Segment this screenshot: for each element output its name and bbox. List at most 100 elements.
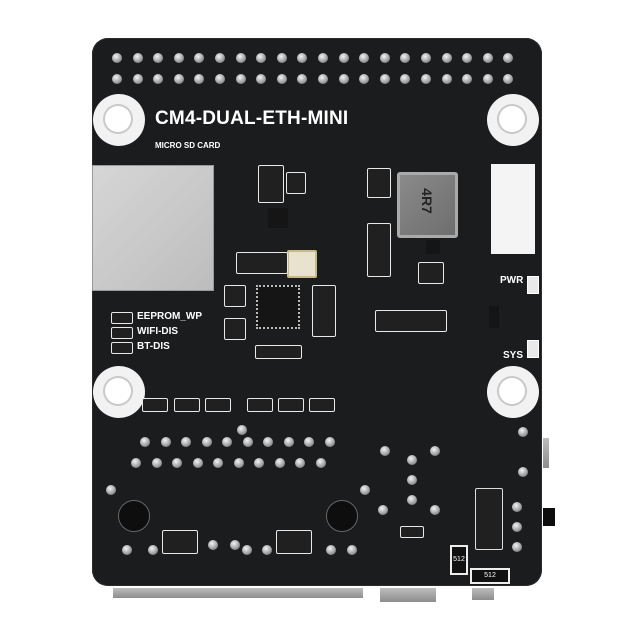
ethernet-pin [172, 458, 182, 468]
ethernet-pin [181, 437, 191, 447]
ethernet-pin [315, 458, 326, 468]
transistor [489, 306, 499, 328]
header-pin [256, 74, 267, 84]
header-pin [215, 74, 225, 84]
header-pin [338, 53, 349, 63]
header-pin [235, 74, 246, 84]
crystal-oscillator [287, 250, 317, 278]
header-pin [462, 53, 473, 63]
eth-led-1 [174, 398, 200, 412]
thermal-pad [491, 164, 535, 254]
screw-left [118, 500, 150, 532]
through-hole-pin [347, 545, 357, 555]
header-pin [173, 74, 184, 84]
sd-card-label: MICRO SD CARD [155, 141, 221, 150]
resistor-marking: 512 [453, 556, 465, 563]
eth-smd-4 [309, 398, 335, 412]
eth-smd-2 [205, 398, 231, 412]
screw-right [326, 500, 358, 532]
inductor-marking: 4R7 [418, 188, 435, 214]
micro-sd-card-slot[interactable] [92, 165, 214, 291]
ethernet-pin [324, 437, 335, 447]
header-pin [503, 53, 514, 63]
smd-cluster-7 [255, 345, 302, 359]
header-pin [297, 53, 308, 63]
resistor-512-vertical: 512 [450, 545, 468, 575]
through-hole-pin [512, 542, 522, 552]
smd-cluster-3 [236, 252, 288, 274]
ethernet-pin [160, 437, 171, 447]
qfn-chip [256, 285, 300, 329]
header-pin [194, 53, 205, 63]
usb-c-port[interactable] [380, 588, 436, 602]
smd-cluster-8 [367, 223, 391, 277]
through-hole-pin [360, 485, 370, 495]
header-pin [276, 74, 287, 84]
ethernet-pin [263, 437, 273, 447]
through-hole-pin [148, 545, 158, 555]
side-button[interactable] [472, 588, 494, 600]
header-pin [421, 74, 431, 84]
pwr-led [527, 276, 539, 294]
jumper-bt-dis[interactable] [111, 342, 133, 354]
header-pin [132, 53, 143, 63]
ethernet-pin [304, 437, 314, 447]
ethernet-pin [283, 437, 294, 447]
header-pin [482, 53, 493, 63]
side-switch[interactable] [543, 438, 549, 468]
ethernet-pin [254, 458, 264, 468]
header-pin [503, 74, 514, 84]
jumper-wifi-dis[interactable] [111, 327, 133, 339]
through-hole-pin [430, 446, 440, 456]
header-pin [400, 53, 411, 63]
header-pin [462, 74, 473, 84]
jumper-eeprom-wp[interactable] [111, 312, 133, 324]
mounting-hole-bottom-left [93, 366, 145, 418]
through-hole-pin [378, 505, 388, 515]
switch-label-eeprom-wp: EEPROM_WP [137, 311, 203, 322]
smd-cluster-4 [224, 285, 246, 307]
resistor-512-horizontal: 512 [470, 568, 510, 584]
header-pin [256, 53, 267, 63]
eth-led-2 [278, 398, 304, 412]
header-pin [400, 74, 411, 84]
header-pin [359, 74, 370, 84]
header-pin [112, 74, 122, 84]
through-hole-pin [518, 427, 528, 437]
smd-cluster-9 [367, 168, 391, 198]
through-hole-pin [242, 545, 252, 555]
through-hole-pin [237, 425, 247, 435]
through-hole-pin [230, 540, 240, 550]
smd-cluster-11 [418, 262, 444, 284]
smd-cluster-5 [224, 318, 246, 340]
switch-label-bt-dis: BT-DIS [137, 341, 170, 352]
mounting-hole-top-right [487, 94, 539, 146]
ethernet-pin [295, 458, 305, 468]
through-hole-pin [326, 545, 336, 555]
board-title: CM4-DUAL-ETH-MINI [155, 108, 349, 129]
led-label-sys: SYS [503, 350, 524, 361]
smd-cluster-10 [375, 310, 447, 332]
header-pin [359, 53, 370, 63]
header-pin [441, 74, 452, 84]
small-ic [426, 240, 440, 254]
through-hole-pin [380, 446, 390, 456]
header-pin [318, 74, 328, 84]
header-pin [235, 53, 246, 63]
header-pin [318, 53, 328, 63]
through-hole-pin [262, 545, 272, 555]
bottom-smd-1 [162, 530, 198, 554]
smd-cluster-1 [258, 165, 284, 203]
through-hole-pin [512, 522, 522, 532]
through-hole-pin [512, 502, 522, 512]
header-pin [215, 53, 225, 63]
header-pin [379, 53, 390, 63]
through-hole-pin [122, 545, 132, 555]
smd-cluster-2 [286, 172, 306, 194]
header-pin [173, 53, 184, 63]
resistor-marking: 512 [484, 572, 496, 579]
eth-smd-1 [142, 398, 168, 412]
header-pin [276, 53, 287, 63]
header-pin [338, 74, 349, 84]
through-hole-pin [407, 455, 417, 465]
